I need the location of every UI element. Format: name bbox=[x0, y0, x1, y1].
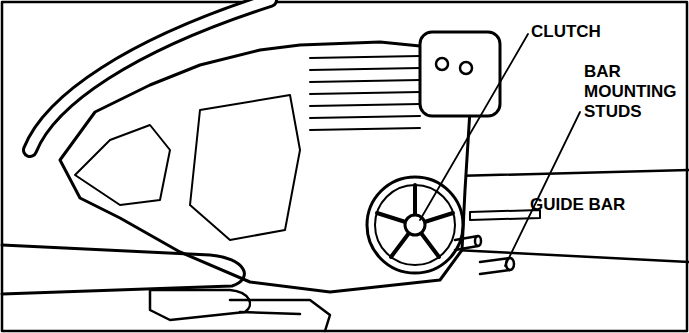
clutch-drum bbox=[367, 177, 463, 273]
rear-handle-opening bbox=[75, 125, 170, 205]
chain-adjuster bbox=[230, 300, 330, 331]
guide-bar-outline bbox=[455, 170, 689, 262]
leader-line bbox=[505, 112, 580, 266]
cooling-fins bbox=[310, 56, 420, 130]
stud-end bbox=[475, 236, 481, 246]
cover-knob bbox=[460, 62, 472, 74]
part-label: BAR MOUNTING STUDS bbox=[584, 62, 684, 122]
cover-knob bbox=[436, 58, 448, 70]
saw-body bbox=[60, 42, 478, 292]
part-label: GUIDE BAR bbox=[530, 195, 670, 215]
clutch-rim bbox=[375, 185, 455, 265]
leader-line bbox=[420, 34, 528, 220]
clutch-spokes bbox=[377, 185, 453, 257]
side-cover bbox=[2, 245, 244, 294]
part-label: CLUTCH bbox=[531, 22, 651, 42]
front-handle bbox=[30, 0, 270, 150]
bar-plate bbox=[150, 290, 250, 320]
side-panel bbox=[190, 95, 300, 240]
front-handle-inner bbox=[30, 0, 270, 150]
